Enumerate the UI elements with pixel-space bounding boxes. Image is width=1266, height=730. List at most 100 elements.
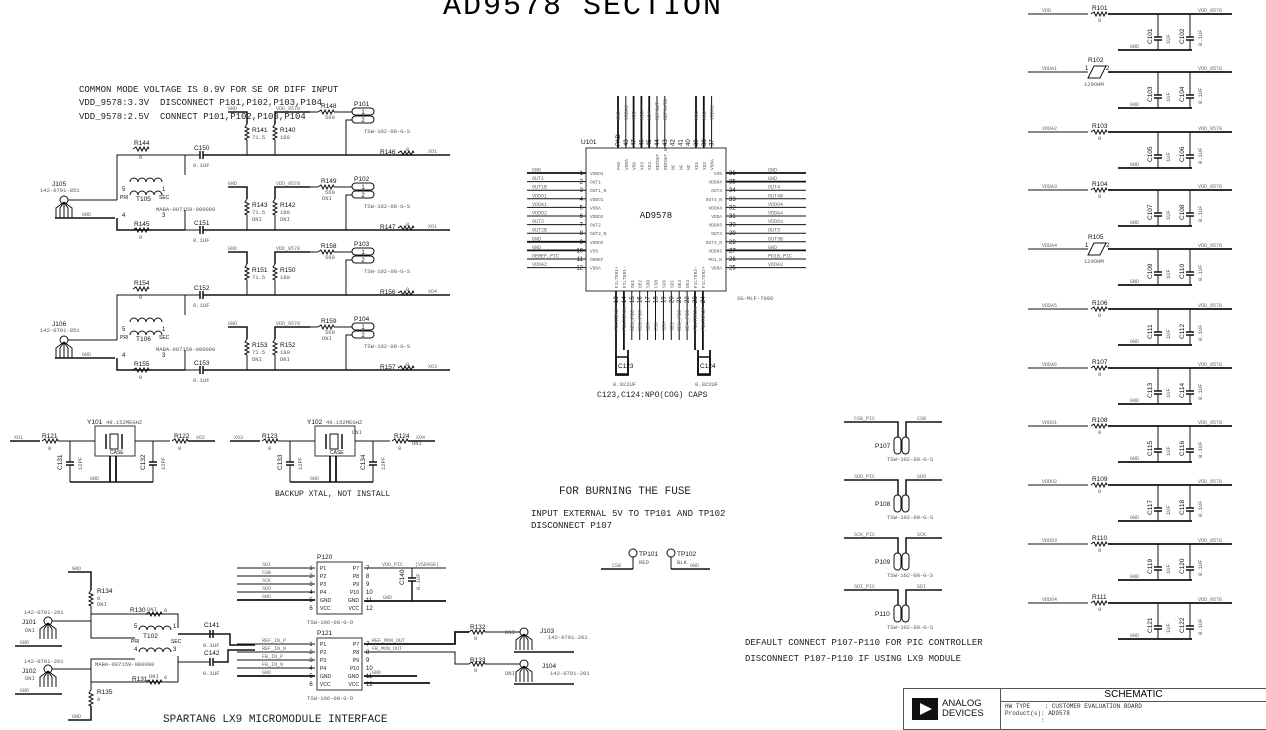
dni-label: DNI [25, 675, 35, 682]
header-net: GND [262, 670, 271, 676]
pin-number: 3 [309, 658, 313, 664]
pin-number: 1 [309, 566, 313, 572]
transformer-coil [154, 647, 164, 653]
coax-ground-leg [523, 633, 533, 650]
dni-label: DNI [97, 601, 107, 608]
net-label: SCK [917, 532, 926, 538]
chip-pin-net: VDDA2 [532, 262, 547, 268]
chip-pin-number: 31 [729, 214, 736, 220]
header-net: FB_IN_N [262, 662, 283, 668]
component-value: 0 [1098, 371, 1101, 378]
component-value: 71.5 [252, 134, 265, 141]
resistor-symbol [271, 123, 279, 141]
pin-name: GND [320, 598, 332, 604]
ref-designator: R157 [380, 364, 396, 371]
chip-pin-number: 27 [729, 248, 736, 254]
pin-name: GND [320, 674, 332, 680]
chip-pin-number: 4 [580, 197, 584, 203]
ref-designator: C153 [194, 360, 210, 367]
wire [68, 706, 92, 721]
transformer-coil [137, 177, 147, 183]
ref-designator: R133 [470, 657, 486, 664]
net-label: VDD_9578 [1198, 303, 1222, 309]
wire [345, 119, 352, 155]
component-value: 142-0701-201 [548, 634, 588, 641]
pin-number: 10 [366, 590, 373, 596]
header-net: FB_MON_OUT [372, 646, 402, 652]
wire [274, 111, 310, 124]
header [351, 107, 375, 116]
dni-label: DNI [280, 356, 290, 363]
crystal-case-label: CASE [330, 450, 344, 456]
jumper-ref: P107 [875, 443, 891, 450]
decoupling-cap-ref: C117 [1147, 500, 1154, 515]
pin-number: 11 [366, 674, 373, 680]
title-row-hwtype: HW TYPE : CUSTOMER EVALUATION BOARD [1005, 703, 1142, 710]
coax-ground-leg [63, 201, 73, 218]
chip-pin-number: 18 [654, 296, 660, 303]
chip-pin-name: VDDO3 [708, 248, 722, 254]
pin-number: 5 [309, 598, 313, 604]
transformer-coil [146, 647, 156, 653]
chip-pin-name: XO1 [694, 162, 700, 170]
jumper-pin-2 [901, 604, 910, 623]
chip-pin-name: VDDO2 [590, 214, 604, 220]
net-label: GND [90, 476, 99, 482]
ferrite-bead-icon [1087, 242, 1107, 256]
pin-number: 2 [1106, 243, 1110, 249]
net-label: SDO_PIC [854, 474, 875, 480]
ref-designator: R148 [321, 103, 337, 110]
pin-name: P9 [353, 582, 359, 588]
jumper-ref: P108 [875, 501, 891, 508]
chip-pin-name: VSS [714, 171, 722, 177]
crystal-ref: Y101 [87, 419, 103, 426]
coax-ground-leg [47, 670, 53, 687]
ref-designator: R107 [1092, 359, 1108, 366]
chip-pin-name: XO3 [639, 162, 645, 170]
ref-designator: R152 [280, 342, 296, 349]
component-value: 0 [178, 445, 181, 452]
header-part: TSW-106-08-G-D [307, 695, 354, 702]
component-value: 0 [97, 595, 100, 602]
note-spartan: SPARTAN6 LX9 MICROMODULE INTERFACE [163, 714, 388, 726]
chip-pin-number: 15 [630, 296, 636, 303]
pin-number: 8 [366, 650, 370, 656]
play-triangle-icon [912, 698, 938, 720]
coax-ground-leg [47, 622, 53, 639]
chip-pin-name: OUT1 [590, 180, 601, 186]
chip-pin-number: 16 [638, 296, 644, 303]
decoupling-cap-ref: C106 [1179, 146, 1186, 162]
wire [228, 186, 248, 199]
pin-name: P7 [353, 566, 359, 572]
connector-ref: J106 [52, 321, 66, 328]
chip-pin-number: 37 [710, 139, 716, 146]
decoupling-cap-value: 0.1UF [1197, 147, 1204, 164]
resistor-symbol [243, 198, 251, 216]
chip-pin-name: OE3 [677, 280, 683, 288]
gnd-label: GND [82, 212, 91, 218]
ref-designator: R134 [97, 588, 113, 595]
header-ref: P121 [317, 630, 333, 637]
pin-name: P10 [350, 590, 359, 596]
chip-pin-net: SDO [646, 322, 652, 331]
header-body [316, 561, 363, 615]
chip-pin-name: SCK [661, 280, 667, 288]
pin-name: P7 [353, 642, 359, 648]
component-value: 0.1UF [193, 377, 210, 384]
chip-pin-name: OUT2 [590, 223, 601, 229]
pin-name: GND [348, 598, 360, 604]
decoupling-cap-value: 1UF [1165, 152, 1172, 162]
component-value: 0 [406, 221, 409, 228]
component-value: 0 [139, 374, 142, 381]
crystal-cap-ref: C132 [140, 454, 147, 470]
chip-pin-name: VDDO1 [590, 197, 604, 203]
header-ref: P102 [354, 176, 370, 183]
net-label: GND [1130, 339, 1139, 345]
component-value: 180 [280, 349, 290, 356]
net-label: GND [1130, 456, 1139, 462]
header-net: REF_MON_OUT [372, 638, 405, 644]
chip-pin-net: XO3 [639, 111, 645, 120]
component-value: 0 [139, 154, 142, 161]
ref-designator: C152 [194, 285, 210, 292]
